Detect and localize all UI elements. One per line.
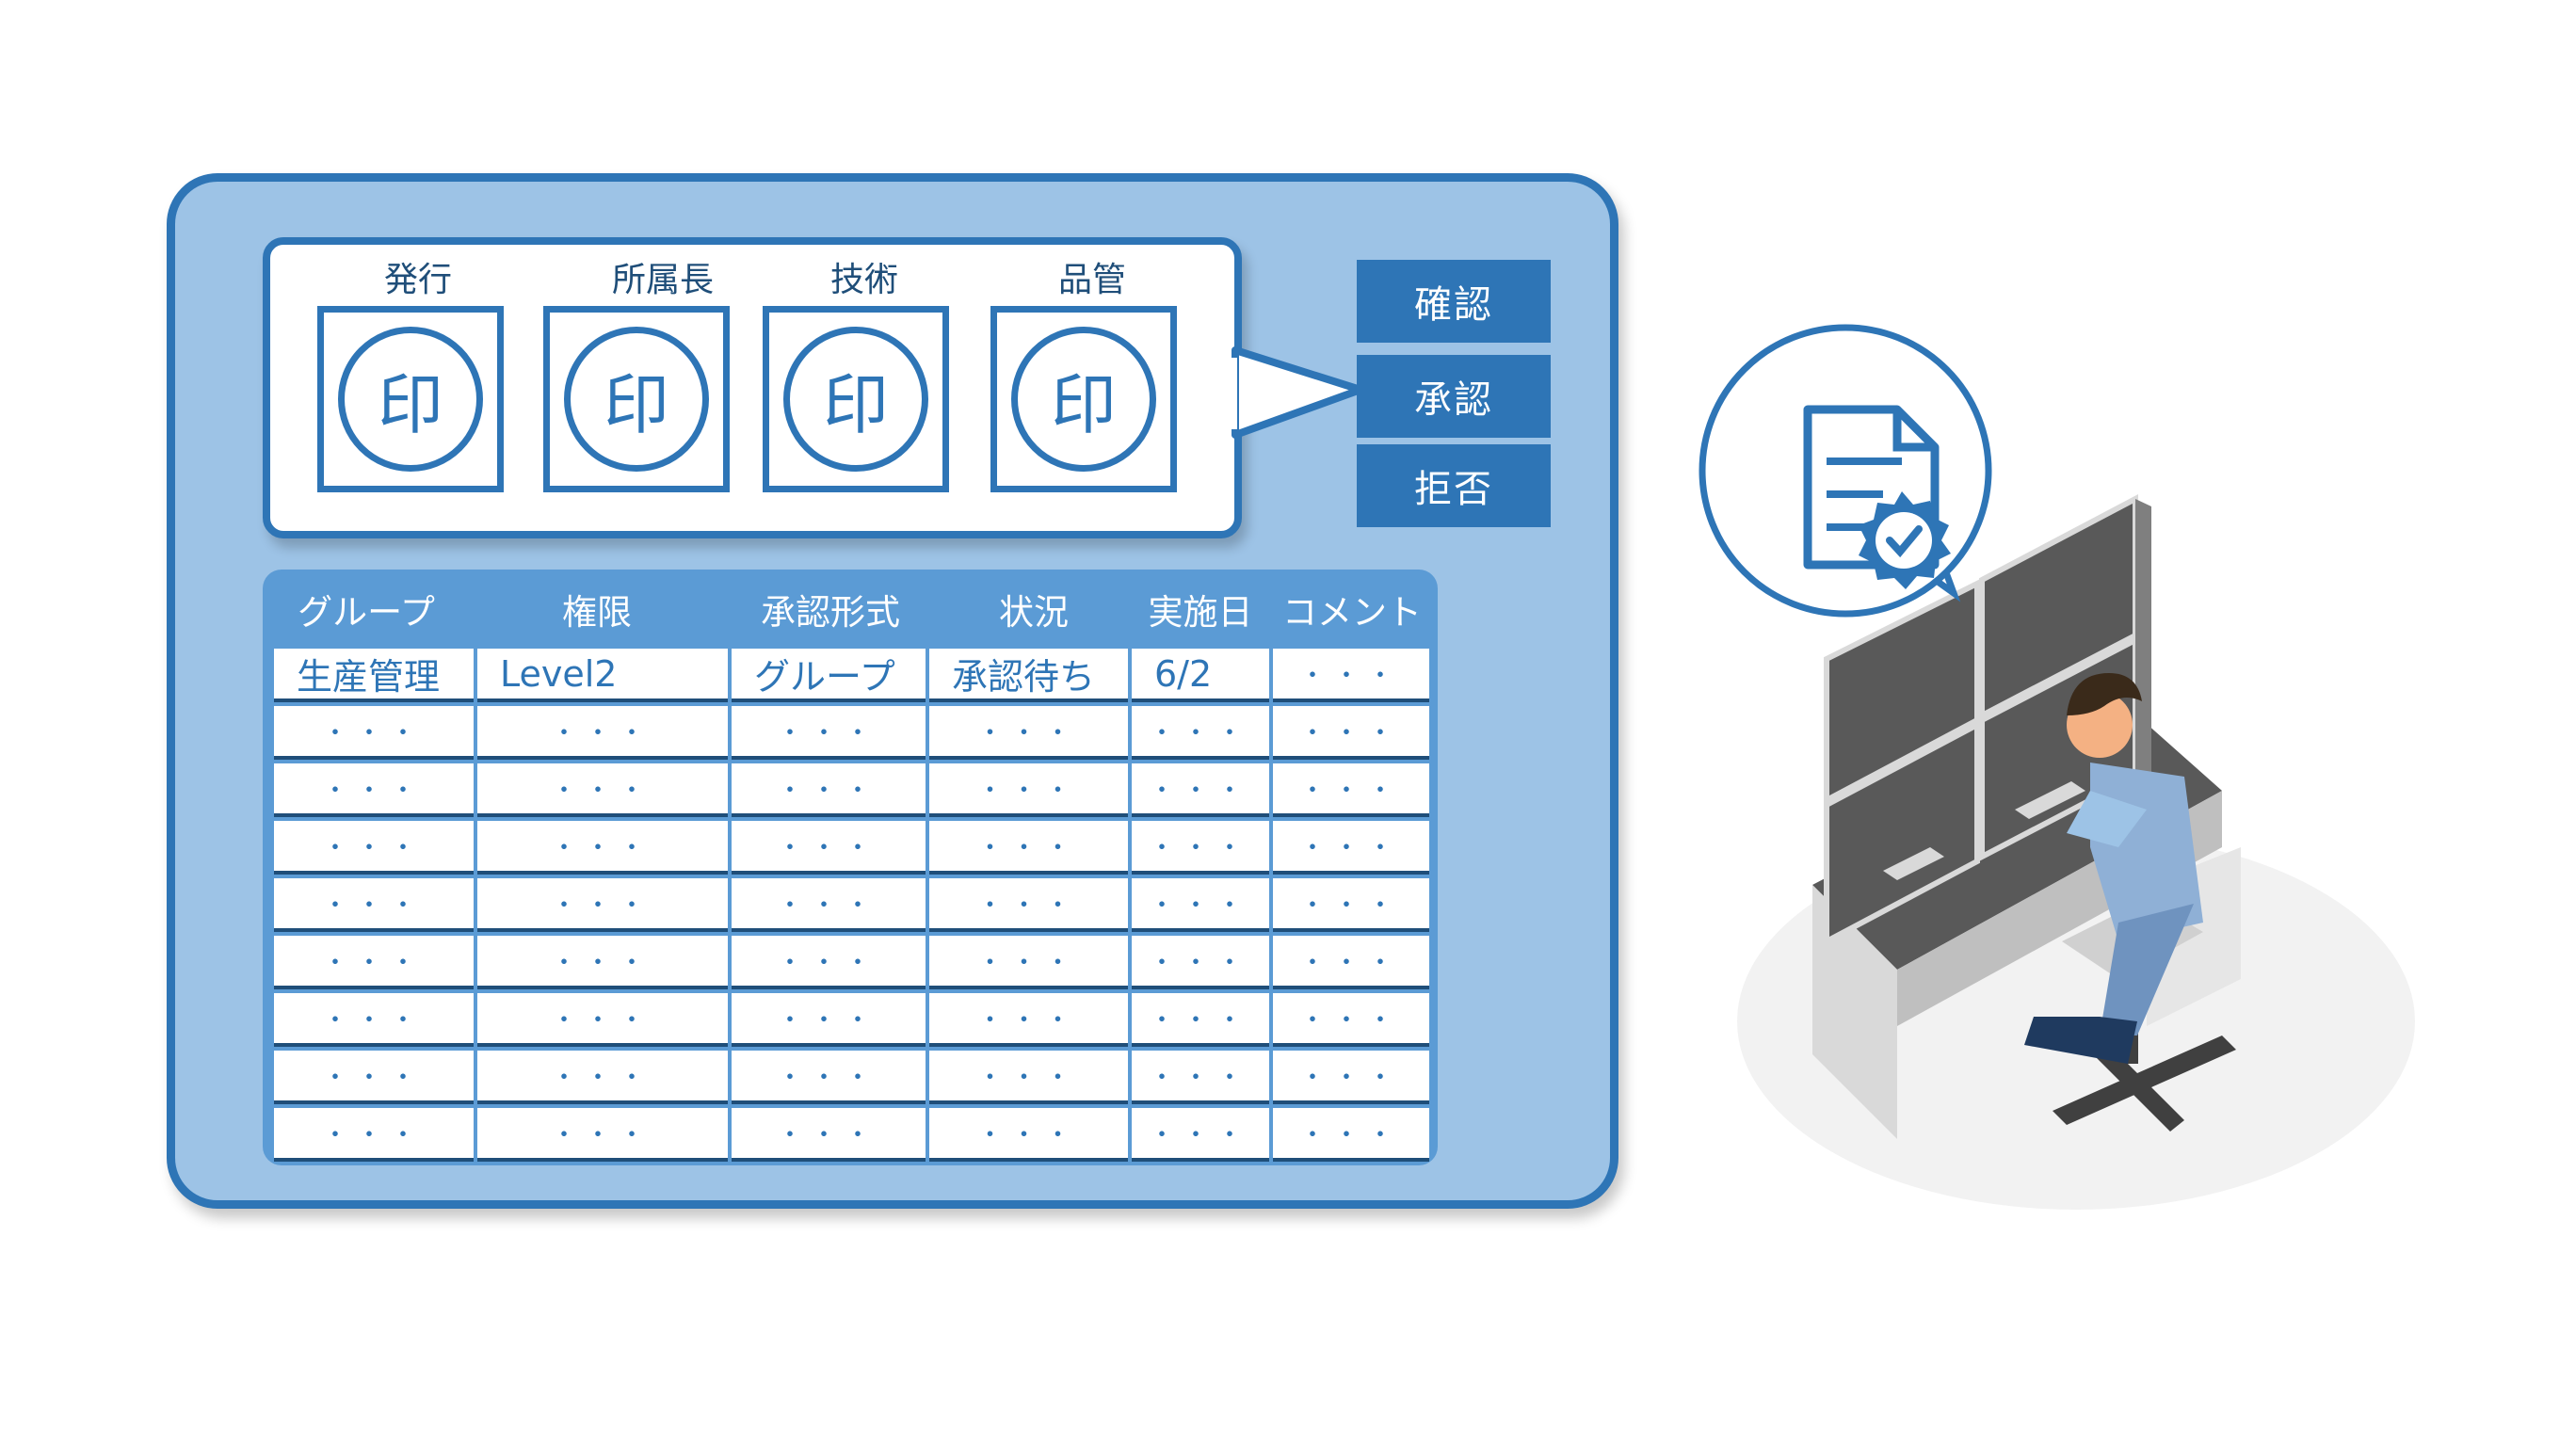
permission-cell: ・・・ xyxy=(477,993,728,1047)
stamp-box-manager[interactable]: 印 xyxy=(543,306,730,492)
permission-cell: ・・・ xyxy=(477,1108,728,1162)
group-cell: ・・・ xyxy=(274,763,474,817)
seal-stamp: 印 xyxy=(1011,327,1156,472)
group-cell: 生産管理 xyxy=(274,649,474,702)
status-cell: 承認待ち xyxy=(929,649,1128,702)
approval-type-cell: ・・・ xyxy=(732,878,926,932)
group-cell: ・・・ xyxy=(274,936,474,989)
comment-cell: ・・・ xyxy=(1273,878,1429,932)
approval-type-cell: ・・・ xyxy=(732,936,926,989)
header-approval-type: 承認形式 xyxy=(761,592,900,633)
approval-type-cell: ・・・ xyxy=(732,993,926,1047)
approval-type-cell: グループ xyxy=(732,649,926,702)
permission-cell: Level2 xyxy=(477,649,728,702)
status-cell: ・・・ xyxy=(929,1108,1128,1162)
approval-type-cell: ・・・ xyxy=(732,706,926,760)
permission-cell: ・・・ xyxy=(477,878,728,932)
document-check-icon xyxy=(1699,324,1992,618)
date-cell: ・・・ xyxy=(1132,936,1269,989)
header-date: 実施日 xyxy=(1148,592,1253,633)
stamp-title-quality: 品管 xyxy=(1057,261,1126,299)
seal-stamp: 印 xyxy=(564,327,709,472)
stamp-box-technical[interactable]: 印 xyxy=(763,306,949,492)
comment-cell: ・・・ xyxy=(1273,1108,1429,1162)
comment-cell: ・・・ xyxy=(1273,649,1429,702)
date-cell: ・・・ xyxy=(1132,706,1269,760)
group-cell: ・・・ xyxy=(274,993,474,1047)
date-cell: ・・・ xyxy=(1132,763,1269,817)
group-cell: ・・・ xyxy=(274,706,474,760)
operator-person xyxy=(2024,673,2203,1064)
group-cell: ・・・ xyxy=(274,878,474,932)
comment-cell: ・・・ xyxy=(1273,936,1429,989)
permission-cell: ・・・ xyxy=(477,706,728,760)
stamp-box-quality[interactable]: 印 xyxy=(990,306,1177,492)
group-cell: ・・・ xyxy=(274,1108,474,1162)
approval-type-cell: ・・・ xyxy=(732,821,926,875)
status-cell: ・・・ xyxy=(929,706,1128,760)
status-cell: ・・・ xyxy=(929,763,1128,817)
date-cell: ・・・ xyxy=(1132,878,1269,932)
stamp-title-issue: 発行 xyxy=(383,261,452,299)
date-cell: ・・・ xyxy=(1132,993,1269,1047)
permission-cell: ・・・ xyxy=(477,936,728,989)
approval-type-cell: ・・・ xyxy=(732,763,926,817)
permission-cell: ・・・ xyxy=(477,763,728,817)
status-cell: ・・・ xyxy=(929,821,1128,875)
comment-cell: ・・・ xyxy=(1273,993,1429,1047)
approval-type-cell: ・・・ xyxy=(732,1108,926,1162)
comment-cell: ・・・ xyxy=(1273,821,1429,875)
date-cell: ・・・ xyxy=(1132,1108,1269,1162)
comment-cell: ・・・ xyxy=(1273,763,1429,817)
group-cell: ・・・ xyxy=(274,1051,474,1104)
operator-workstation-illustration xyxy=(1699,324,2415,1210)
approval-type-cell: ・・・ xyxy=(732,1051,926,1104)
comment-cell: ・・・ xyxy=(1273,706,1429,760)
comment-cell: ・・・ xyxy=(1273,1051,1429,1104)
approve-button[interactable]: 承認 xyxy=(1357,355,1551,438)
header-comment: コメント xyxy=(1282,592,1422,633)
group-cell: ・・・ xyxy=(274,821,474,875)
status-cell: ・・・ xyxy=(929,993,1128,1047)
header-permission: 権限 xyxy=(562,592,632,633)
stamp-title-manager: 所属長 xyxy=(611,261,714,299)
permission-cell: ・・・ xyxy=(477,1051,728,1104)
stamp-box-issue[interactable]: 印 xyxy=(317,306,504,492)
status-cell: ・・・ xyxy=(929,878,1128,932)
status-cell: ・・・ xyxy=(929,1051,1128,1104)
reject-button[interactable]: 拒否 xyxy=(1357,444,1551,527)
seal-stamp: 印 xyxy=(338,327,483,472)
status-cell: ・・・ xyxy=(929,936,1128,989)
date-cell: ・・・ xyxy=(1132,1051,1269,1104)
date-cell: ・・・ xyxy=(1132,821,1269,875)
confirm-button[interactable]: 確認 xyxy=(1357,260,1551,343)
permission-cell: ・・・ xyxy=(477,821,728,875)
seal-stamp: 印 xyxy=(783,327,928,472)
header-status: 状況 xyxy=(999,592,1069,633)
header-group: グループ xyxy=(298,592,435,633)
stamp-title-technical: 技術 xyxy=(829,261,898,299)
date-cell: 6/2 xyxy=(1132,649,1269,702)
